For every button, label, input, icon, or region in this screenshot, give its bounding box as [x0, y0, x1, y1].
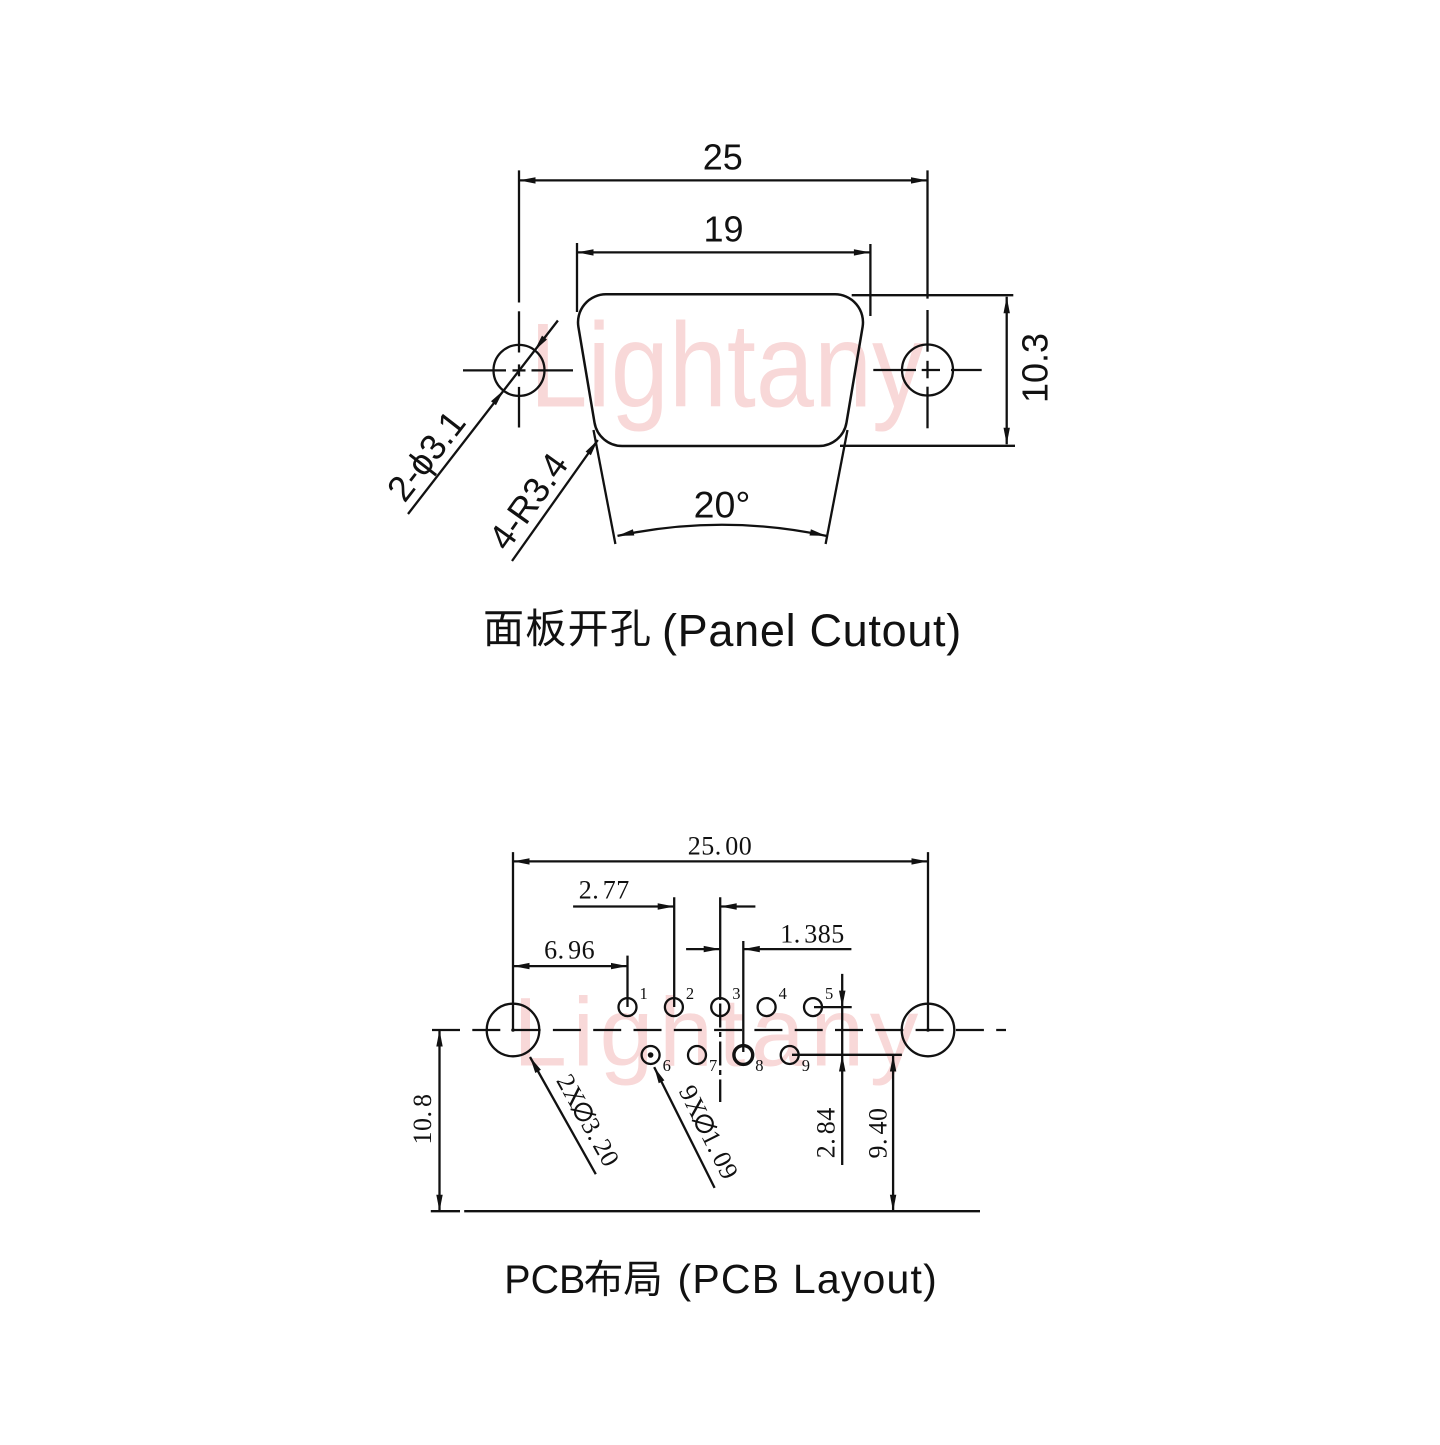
svg-text:4: 4 [779, 984, 787, 1003]
svg-text:20°: 20° [694, 484, 751, 526]
svg-text:1.385: 1.385 [780, 919, 845, 948]
svg-text:6: 6 [663, 1056, 671, 1075]
svg-text:(PCB Layout): (PCB Layout) [678, 1256, 939, 1302]
svg-text:(Panel Cutout): (Panel Cutout) [662, 605, 962, 656]
svg-text:2: 2 [686, 984, 694, 1003]
svg-text:9: 9 [802, 1056, 810, 1075]
svg-text:1: 1 [640, 984, 648, 1003]
svg-text:6.96: 6.96 [544, 935, 595, 964]
svg-text:3: 3 [732, 984, 740, 1003]
svg-text:5: 5 [825, 984, 833, 1003]
svg-text:PCB: PCB [504, 1258, 585, 1302]
svg-text:25: 25 [703, 137, 743, 178]
svg-text:10.3: 10.3 [1015, 333, 1056, 403]
svg-text:19: 19 [703, 209, 743, 250]
svg-text:25.00: 25.00 [688, 832, 753, 861]
svg-text:Lightany: Lightany [530, 297, 925, 431]
svg-text:2.84: 2.84 [811, 1107, 840, 1158]
svg-text:8: 8 [755, 1056, 763, 1075]
svg-text:9.40: 9.40 [863, 1108, 892, 1159]
svg-text:10.8: 10.8 [408, 1094, 437, 1145]
svg-text:Lightany: Lightany [513, 978, 924, 1087]
svg-text:7: 7 [709, 1056, 717, 1075]
svg-text:2.77: 2.77 [579, 876, 630, 905]
